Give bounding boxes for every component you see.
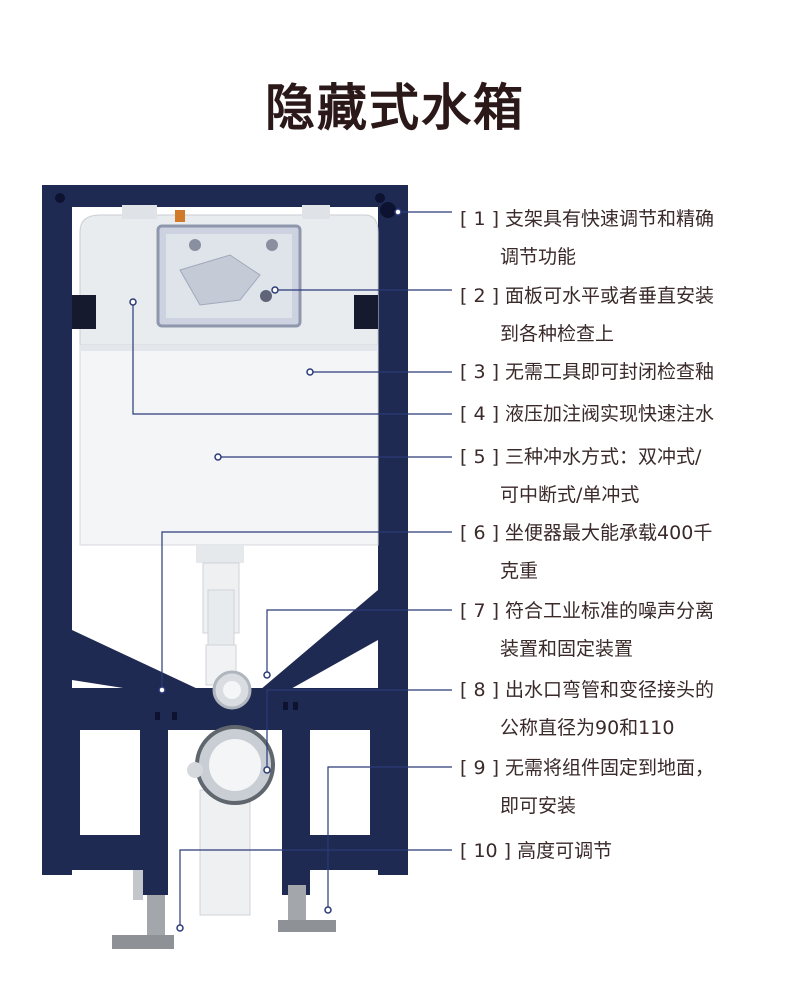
feature-text-cont: 装置和固定装置 xyxy=(500,638,634,660)
feature-6: [ 6 ] 坐便器最大能承载400千 克重 xyxy=(460,514,760,590)
feature-number: [ 7 ] xyxy=(460,600,499,622)
feature-number: [ 1 ] xyxy=(460,208,499,230)
outlet-bend xyxy=(187,725,275,916)
feature-text: 液压加注阀实现快速注水 xyxy=(505,403,715,425)
feature-number: [ 2 ] xyxy=(460,285,499,307)
feature-text: 面板可水平或者垂直安装 xyxy=(505,285,715,307)
page-title: 隐藏式水箱 xyxy=(265,79,525,137)
feature-number: [ 6 ] xyxy=(460,522,499,544)
feature-4: [ 4 ] 液压加注阀实现快速注水 xyxy=(460,395,760,433)
flush-pipe xyxy=(196,545,252,710)
feature-9: [ 9 ] 无需将组件固定到地面， 即可安装 xyxy=(460,749,760,825)
feature-10: [ 10 ] 高度可调节 xyxy=(460,832,760,870)
feature-text-cont: 可中断式/单冲式 xyxy=(500,484,640,506)
cistern-tank xyxy=(72,205,379,546)
feature-5: [ 5 ] 三种冲水方式：双冲式/ 可中断式/单冲式 xyxy=(460,438,760,514)
feature-text: 无需工具即可封闭检查釉 xyxy=(505,361,715,383)
feature-number: [ 4 ] xyxy=(460,403,499,425)
feature-text: 支架具有快速调节和精确 xyxy=(505,208,715,230)
feature-8: [ 8 ] 出水口弯管和变径接头的 公称直径为90和110 xyxy=(460,671,760,747)
feature-3: [ 3 ] 无需工具即可封闭检查釉 xyxy=(460,353,760,391)
callout-dots xyxy=(129,208,402,932)
feature-text: 坐便器最大能承载400千 xyxy=(505,522,713,544)
feature-1: [ 1 ] 支架具有快速调节和精确 调节功能 xyxy=(460,200,760,276)
feature-text: 符合工业标准的噪声分离 xyxy=(505,600,715,622)
feature-text-cont: 克重 xyxy=(500,560,539,582)
feature-number: [ 8 ] xyxy=(460,679,499,701)
feature-number: [ 3 ] xyxy=(460,361,499,383)
feature-text-cont: 公称直径为90和110 xyxy=(500,717,675,739)
callout-lines xyxy=(132,211,452,928)
feature-text: 出水口弯管和变径接头的 xyxy=(505,679,715,701)
steel-frame xyxy=(42,185,408,895)
feature-number: [ 10 ] xyxy=(460,840,512,862)
feature-2: [ 2 ] 面板可水平或者垂直安装 到各种检查上 xyxy=(460,277,760,353)
feature-text: 三种冲水方式：双冲式/ xyxy=(505,446,702,468)
feature-text: 高度可调节 xyxy=(517,840,613,862)
adjustable-feet xyxy=(112,870,336,949)
feature-text: 无需将组件固定到地面， xyxy=(505,757,715,779)
feature-text-cont: 到各种检查上 xyxy=(500,323,615,345)
feature-number: [ 9 ] xyxy=(460,757,499,779)
feature-7: [ 7 ] 符合工业标准的噪声分离 装置和固定装置 xyxy=(460,592,760,668)
feature-text-cont: 即可安装 xyxy=(500,795,577,817)
feature-number: [ 5 ] xyxy=(460,446,499,468)
feature-text-cont: 调节功能 xyxy=(500,246,577,268)
